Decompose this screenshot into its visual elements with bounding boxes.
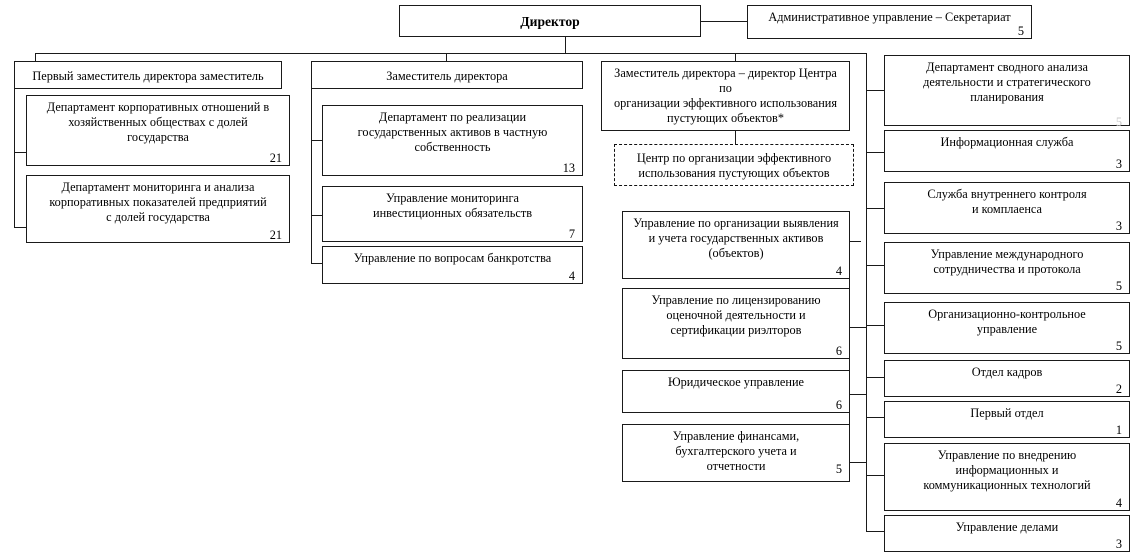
node-dep-privatization-count: 13 <box>562 160 575 175</box>
node-deputy-center[interactable]: Заместитель директора – директор Центра … <box>601 61 850 131</box>
node-upr-finance-count: 5 <box>835 461 842 476</box>
connector-stub-invest <box>311 215 322 217</box>
connector-spine-right <box>866 53 868 531</box>
node-it-dept-label: Управление по внедрению информационных и… <box>923 448 1091 492</box>
node-director[interactable]: Директор <box>399 5 701 37</box>
node-hr-dept-count: 2 <box>1115 381 1122 396</box>
node-deputy-second[interactable]: Заместитель директора <box>311 61 583 89</box>
node-first-dept[interactable]: Первый отдел 1 <box>884 401 1130 438</box>
connector-director-stem <box>565 37 567 54</box>
node-upr-identification-label: Управление по организации выявления и уч… <box>633 216 839 260</box>
node-dep-corp-rel-label: Департамент корпоративных отношений в хо… <box>46 100 270 144</box>
connector-stub-affairs <box>866 531 884 533</box>
node-hr-dept[interactable]: Отдел кадров 2 <box>884 360 1130 397</box>
node-it-dept[interactable]: Управление по внедрению информационных и… <box>884 443 1130 511</box>
node-deputy-first-label: Первый заместитель директора заместитель <box>32 68 264 83</box>
node-upr-invest-monitoring[interactable]: Управление мониторинга инвестиционных об… <box>322 186 583 242</box>
node-deputy-second-label: Заместитель директора <box>386 68 508 83</box>
node-info-service[interactable]: Информационная служба 3 <box>884 130 1130 172</box>
node-dep-privatization-label: Департамент по реализации государственны… <box>357 110 548 154</box>
node-deputy-first[interactable]: Первый заместитель директора заместитель <box>14 61 282 89</box>
node-upr-identification[interactable]: Управление по организации выявления и уч… <box>622 211 850 279</box>
connector-drop-deputy-center <box>735 53 737 61</box>
node-first-dept-count: 1 <box>1115 422 1122 437</box>
node-secretariat-label: Административное управление – Секретариа… <box>768 10 1011 24</box>
connector-stub-bankruptcy <box>311 263 322 265</box>
node-org-control-label: Организационно-контрольное управление <box>928 307 1086 336</box>
node-org-control[interactable]: Организационно-контрольное управление 5 <box>884 302 1130 354</box>
connector-stub-first-dept <box>866 417 884 419</box>
connector-spine-second <box>311 88 313 263</box>
node-internal-control[interactable]: Служба внутреннего контроля и комплаенса… <box>884 182 1130 234</box>
connector-stub-org-control <box>866 325 884 327</box>
connector-center-stem <box>735 131 737 144</box>
node-it-dept-count: 4 <box>1115 495 1122 510</box>
node-first-dept-label: Первый отдел <box>970 406 1044 420</box>
node-secretariat[interactable]: Административное управление – Секретариа… <box>747 5 1032 39</box>
node-internal-control-label: Служба внутреннего контроля и комплаенса <box>927 187 1087 216</box>
connector-stub-it <box>866 475 884 477</box>
node-intl-cooperation-count: 5 <box>1115 278 1122 293</box>
connector-stub-privatization <box>311 140 322 142</box>
node-dep-monitoring[interactable]: Департамент мониторинга и анализа корпор… <box>26 175 290 243</box>
node-dep-monitoring-label: Департамент мониторинга и анализа корпор… <box>49 180 267 224</box>
connector-drop-deputy-first <box>35 53 37 61</box>
node-intl-cooperation-label: Управление международного сотрудничества… <box>930 247 1084 276</box>
node-dep-analysis-count: 5 <box>1115 114 1122 129</box>
node-affairs-dept-count: 3 <box>1115 536 1122 551</box>
node-dep-monitoring-count: 21 <box>269 227 282 242</box>
node-upr-finance-label: Управление финансами, бухгалтерского уче… <box>672 429 800 473</box>
connector-stub-licensing <box>849 327 867 329</box>
node-center-vacant[interactable]: Центр по организации эффективного исполь… <box>614 144 854 186</box>
node-dep-corp-rel-count: 21 <box>269 150 282 165</box>
node-intl-cooperation[interactable]: Управление международного сотрудничества… <box>884 242 1130 294</box>
connector-stub-monitoring <box>14 227 26 229</box>
connector-director-secretariat <box>701 21 747 23</box>
connector-stub-info-service <box>866 152 884 154</box>
node-upr-bankruptcy-count: 4 <box>568 268 575 283</box>
connector-stub-corp-rel <box>14 152 26 154</box>
connector-stub-internal-control <box>866 208 884 210</box>
node-info-service-count: 3 <box>1115 156 1122 171</box>
connector-spine-left <box>14 88 16 228</box>
node-upr-invest-monitoring-label: Управление мониторинга инвестиционных об… <box>373 191 532 220</box>
connector-stub-analysis <box>866 90 884 92</box>
node-upr-identification-count: 4 <box>835 263 842 278</box>
node-info-service-label: Информационная служба <box>940 135 1074 149</box>
connector-stub-intl <box>866 265 884 267</box>
node-dep-corp-rel[interactable]: Департамент корпоративных отношений в хо… <box>26 95 290 166</box>
connector-stub-identification <box>849 241 861 243</box>
node-deputy-center-label: Заместитель директора – директор Центра … <box>613 66 838 125</box>
node-upr-finance[interactable]: Управление финансами, бухгалтерского уче… <box>622 424 850 482</box>
node-affairs-dept[interactable]: Управление делами 3 <box>884 515 1130 552</box>
node-upr-legal-label: Юридическое управление <box>668 375 804 389</box>
node-upr-legal[interactable]: Юридическое управление 6 <box>622 370 850 413</box>
node-upr-invest-monitoring-count: 7 <box>568 226 575 241</box>
node-upr-bankruptcy[interactable]: Управление по вопросам банкротства 4 <box>322 246 583 284</box>
node-dep-privatization[interactable]: Департамент по реализации государственны… <box>322 105 583 176</box>
node-upr-licensing-label: Управление по лицензированию оценочной д… <box>651 293 821 337</box>
node-center-vacant-label: Центр по организации эффективного исполь… <box>636 151 832 180</box>
node-upr-licensing-count: 6 <box>835 343 842 358</box>
node-upr-licensing[interactable]: Управление по лицензированию оценочной д… <box>622 288 850 359</box>
node-upr-bankruptcy-label: Управление по вопросам банкротства <box>353 251 552 265</box>
node-upr-legal-count: 6 <box>835 397 842 412</box>
node-internal-control-count: 3 <box>1115 218 1122 233</box>
node-dep-analysis[interactable]: Департамент сводного анализа деятельност… <box>884 55 1130 129</box>
node-dep-analysis-label: Департамент сводного анализа деятельност… <box>923 60 1091 104</box>
node-org-control-count: 5 <box>1115 338 1122 353</box>
connector-main-bus <box>35 53 867 55</box>
connector-stub-finance <box>849 462 867 464</box>
node-affairs-dept-label: Управление делами <box>955 520 1059 534</box>
node-director-label: Директор <box>520 13 580 29</box>
node-secretariat-count: 5 <box>1017 23 1024 38</box>
connector-stub-legal <box>849 394 867 396</box>
connector-stub-hr <box>866 377 884 379</box>
connector-drop-deputy-second <box>446 53 448 61</box>
node-hr-dept-label: Отдел кадров <box>971 365 1043 379</box>
